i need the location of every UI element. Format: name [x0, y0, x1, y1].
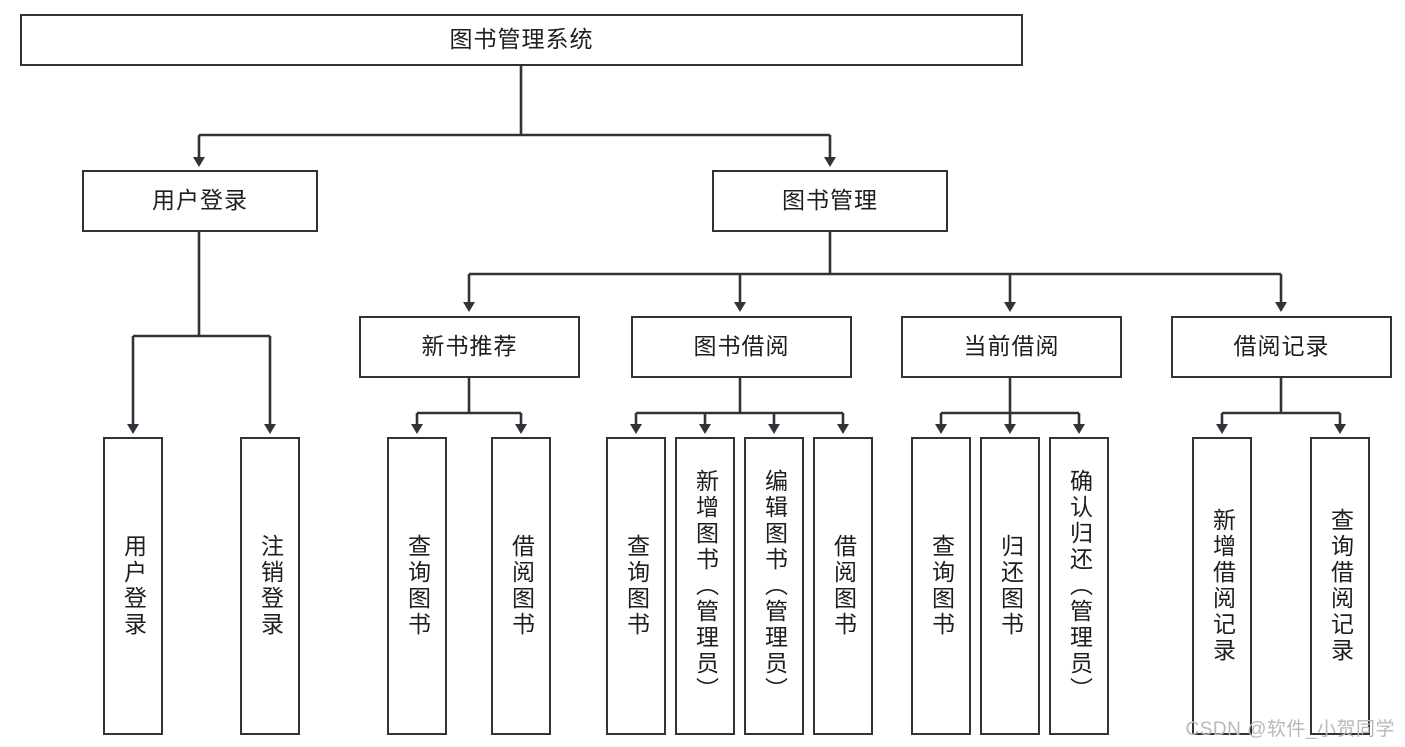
node-label: 查询图书 [928, 534, 955, 638]
node-book-management[interactable]: 图书管理 [712, 170, 948, 232]
leaf-borrow-query-book[interactable]: 查询图书 [606, 437, 666, 735]
node-label: 用户登录 [152, 187, 248, 214]
node-book-borrow[interactable]: 图书借阅 [631, 316, 852, 378]
node-label: 查询借阅记录 [1327, 508, 1354, 664]
node-label: 借阅记录 [1233, 333, 1330, 360]
node-label: 图书管理系统 [449, 26, 594, 53]
node-label: 注销登录 [257, 534, 284, 638]
leaf-current-return-book[interactable]: 归还图书 [980, 437, 1040, 735]
node-label: 编辑图书（管理员） [761, 469, 788, 703]
node-user-login[interactable]: 用户登录 [82, 170, 318, 232]
leaf-borrow-edit-book-admin[interactable]: 编辑图书（管理员） [744, 437, 804, 735]
node-label: 查询图书 [404, 534, 431, 638]
watermark: CSDN @软件_小贺同学 [1185, 719, 1395, 740]
node-label: 新书推荐 [421, 333, 518, 360]
leaf-record-query-record[interactable]: 查询借阅记录 [1310, 437, 1370, 735]
leaf-borrow-add-book-admin[interactable]: 新增图书（管理员） [675, 437, 735, 735]
leaf-record-add-record[interactable]: 新增借阅记录 [1192, 437, 1252, 735]
node-root-system[interactable]: 图书管理系统 [20, 14, 1023, 66]
node-label: 确认归还（管理员） [1066, 469, 1093, 703]
leaf-current-query-book[interactable]: 查询图书 [911, 437, 971, 735]
node-label: 图书借阅 [693, 333, 790, 360]
node-label: 借阅图书 [830, 534, 857, 638]
node-label: 当前借阅 [963, 333, 1060, 360]
node-label: 图书管理 [782, 187, 878, 214]
leaf-recommend-query-book[interactable]: 查询图书 [387, 437, 447, 735]
leaf-recommend-borrow-book[interactable]: 借阅图书 [491, 437, 551, 735]
node-current-borrow[interactable]: 当前借阅 [901, 316, 1122, 378]
leaf-current-confirm-return-admin[interactable]: 确认归还（管理员） [1049, 437, 1109, 735]
node-label: 归还图书 [997, 534, 1024, 638]
leaf-user-login-logout[interactable]: 注销登录 [240, 437, 300, 735]
node-label: 新增图书（管理员） [692, 469, 719, 703]
node-label: 新增借阅记录 [1209, 508, 1236, 664]
leaf-user-login-login[interactable]: 用户登录 [103, 437, 163, 735]
node-label: 借阅图书 [508, 534, 535, 638]
leaf-borrow-borrow-book[interactable]: 借阅图书 [813, 437, 873, 735]
node-borrow-record[interactable]: 借阅记录 [1171, 316, 1392, 378]
node-new-book-recommend[interactable]: 新书推荐 [359, 316, 580, 378]
node-label: 用户登录 [120, 534, 147, 638]
node-label: 查询图书 [623, 534, 650, 638]
